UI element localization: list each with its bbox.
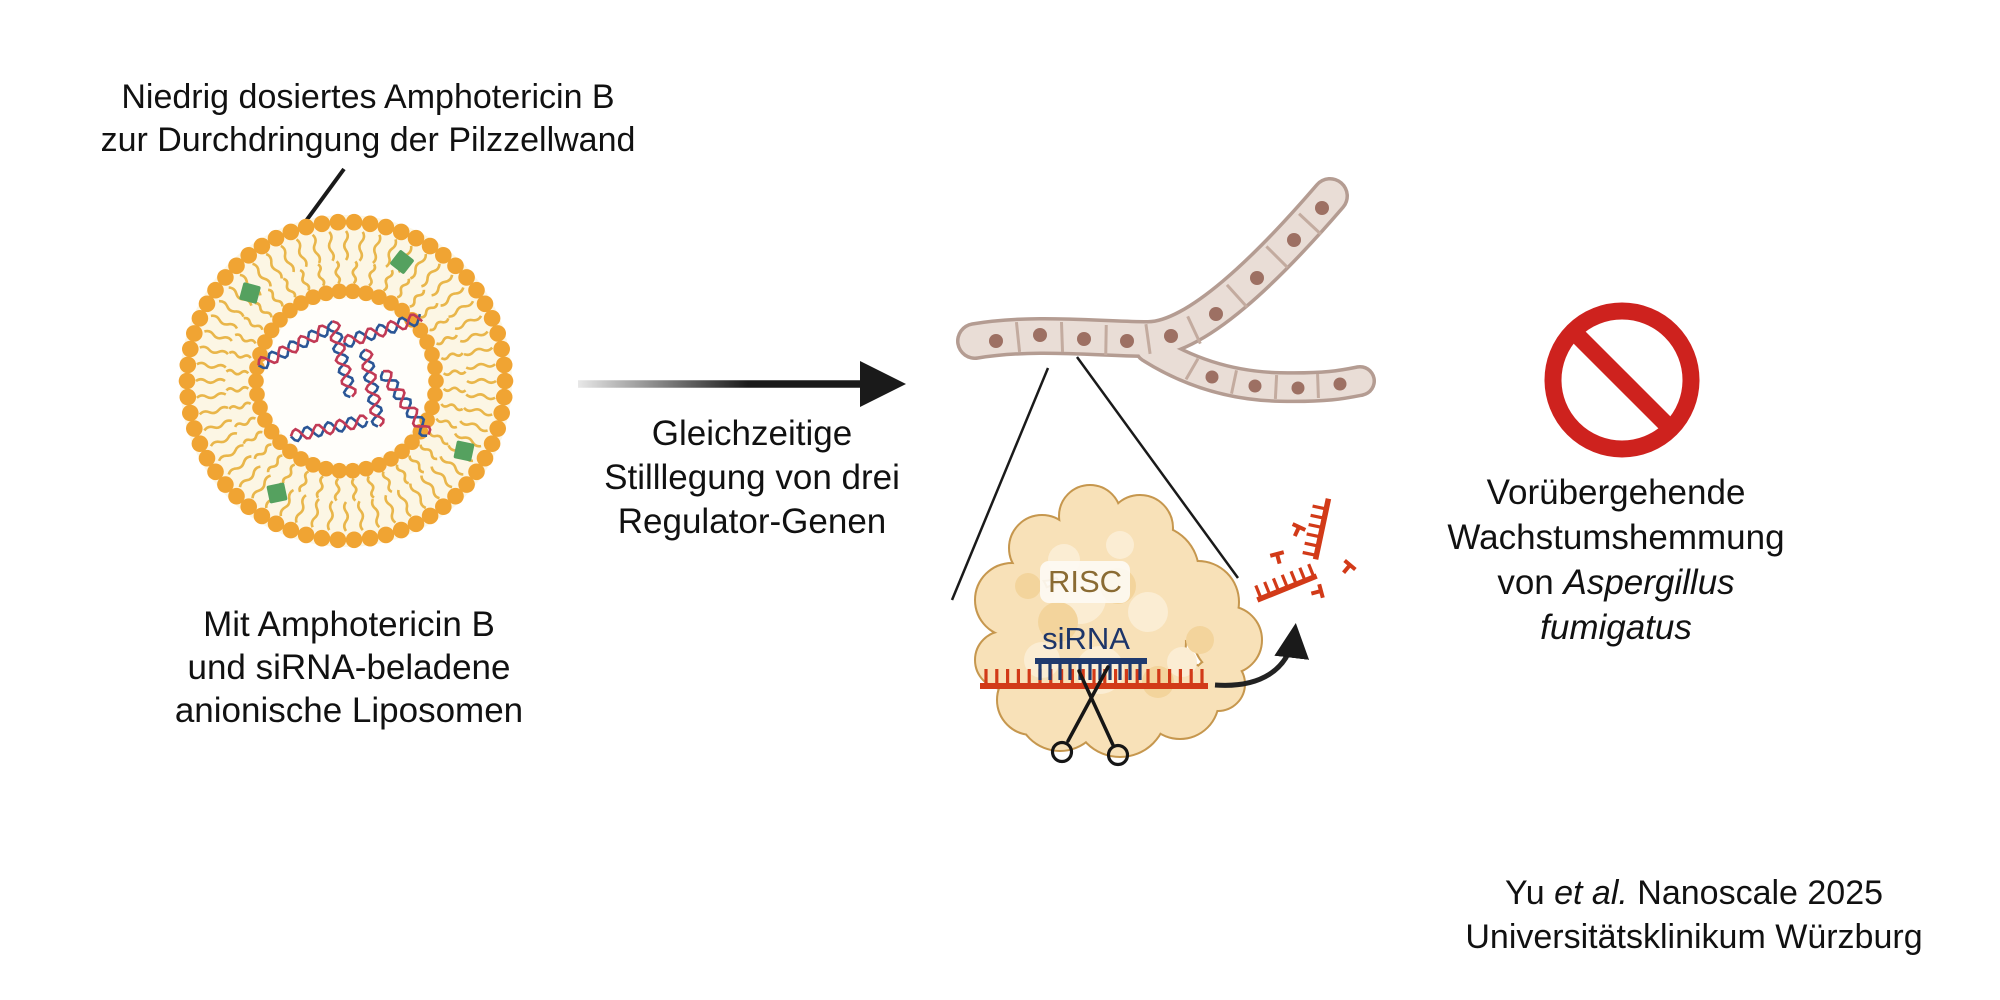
outcome-line-4: fumigatus (1540, 608, 1692, 647)
process-line-2: Stilllegung von drei (604, 458, 900, 497)
liposome-caption: Mit Amphotericin B und siRNA-beladene an… (139, 603, 559, 732)
citation-line-1: Yu et al. Nanoscale 2025 (1504, 874, 1884, 912)
species-name: Aspergillus (1563, 563, 1735, 602)
outcome-label: Vorübergehende Wachstumshemmung von Aspe… (1361, 470, 1871, 650)
mrna-fragments-illustration (1254, 498, 1357, 603)
outcome-line-3: von Aspergillus (1497, 563, 1735, 602)
process-line-1: Gleichzeitige (651, 414, 853, 453)
cleavage-arrow-icon (1214, 623, 1310, 688)
citation-line-2: Universitätsklinikum Würzburg (1465, 918, 1923, 956)
liposome-illustration (178, 213, 514, 549)
prohibition-icon (1544, 302, 1700, 458)
process-arrow-label: Gleichzeitige Stilllegung von drei Regul… (497, 412, 1007, 544)
fungal-hyphae-illustration (956, 177, 1376, 404)
outcome-line-1: Vorübergehende (1486, 473, 1746, 512)
caption-line-1: Mit Amphotericin B (203, 605, 495, 644)
amphotericin-annotation: Niedrig dosiertes Amphotericin B zur Dur… (18, 76, 718, 162)
caption-line-3: anionische Liposomen (174, 691, 524, 730)
outcome-line-2: Wachstumshemmung (1447, 518, 1785, 557)
caption-line-2: und siRNA-beladene (187, 648, 511, 687)
annotation-line-1: Niedrig dosiertes Amphotericin B (121, 78, 615, 116)
annotation-line-2: zur Durchdringung der Pilzzellwand (100, 121, 636, 159)
magnification-lines (950, 356, 1240, 601)
process-line-3: Regulator-Genen (617, 502, 887, 541)
process-arrow-icon (578, 361, 906, 407)
risc-label: RISC (1040, 561, 1130, 603)
sirna-label: siRNA (1042, 621, 1130, 656)
citation: Yu et al. Nanoscale 2025 Universitätskli… (1404, 871, 1984, 959)
scissors-icon (1050, 665, 1130, 767)
